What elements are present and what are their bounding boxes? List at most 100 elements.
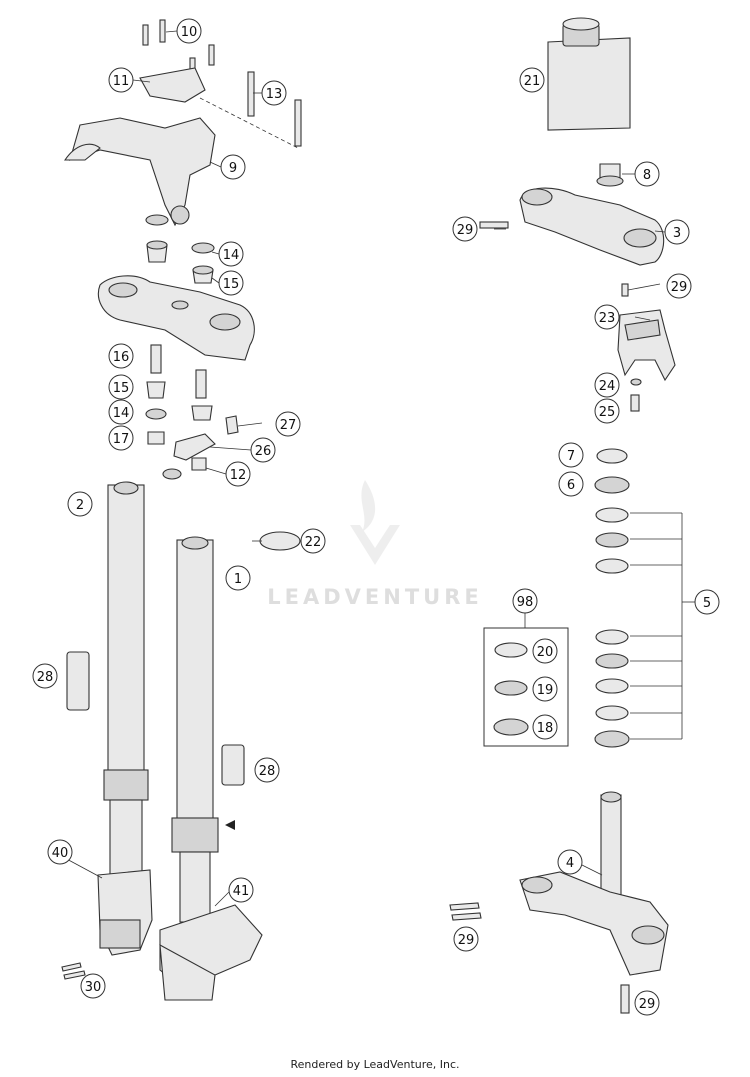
callout-98: 98 [512, 588, 538, 614]
callout-7: 7 [558, 442, 584, 468]
callout-bracket-5 [630, 512, 696, 740]
svg-text:6: 6 [567, 478, 575, 493]
svg-text:2: 2 [76, 498, 84, 513]
watermark-text: LEADVENTURE [267, 585, 483, 609]
callout-27: 27 [275, 411, 301, 437]
svg-text:14: 14 [113, 406, 130, 421]
svg-text:8: 8 [643, 168, 651, 183]
svg-text:29: 29 [457, 223, 474, 238]
svg-text:22: 22 [305, 535, 322, 550]
svg-text:7: 7 [567, 449, 575, 464]
bearing-stack [594, 448, 630, 748]
lower-triple-clamp-stem [449, 791, 669, 1014]
svg-text:29: 29 [458, 933, 475, 948]
callout-28a: 28 [32, 663, 58, 689]
callout-29c: 29 [453, 926, 479, 952]
callout-29d: 29 [634, 990, 660, 1016]
svg-text:21: 21 [524, 74, 541, 89]
callout-21: 21 [519, 67, 545, 93]
callout-2: 2 [67, 491, 93, 517]
rubber-bushings [145, 214, 215, 284]
spacers-and-nuts [145, 344, 239, 480]
svg-text:17: 17 [113, 432, 130, 447]
bearing-kit-box [483, 627, 569, 747]
fork-guard-pad-left [66, 651, 90, 711]
svg-text:30: 30 [85, 980, 102, 995]
callout-25: 25 [594, 398, 620, 424]
callout-17: 17 [108, 425, 134, 451]
svg-text:41: 41 [233, 884, 250, 899]
callout-16: 16 [108, 343, 134, 369]
callout-26: 26 [250, 437, 276, 463]
callout-10: 10 [176, 18, 202, 44]
upper-triple-clamp [97, 275, 255, 361]
callout-40: 40 [47, 839, 73, 865]
svg-text:26: 26 [255, 444, 272, 459]
callout-8: 8 [634, 161, 660, 187]
callout-6: 6 [558, 471, 584, 497]
callout-5: 5 [694, 589, 720, 615]
callout-30: 30 [80, 973, 106, 999]
svg-text:24: 24 [599, 379, 616, 394]
oil-bottle [547, 17, 631, 131]
steering-damper-bracket [617, 309, 676, 412]
callout-3: 3 [664, 219, 690, 245]
svg-text:10: 10 [181, 25, 198, 40]
fork-leg-right [159, 536, 263, 1001]
svg-text:13: 13 [266, 87, 283, 102]
svg-text:1: 1 [234, 572, 242, 587]
svg-text:3: 3 [673, 226, 681, 241]
upper-triple-clamp-2 [479, 187, 665, 297]
callout-15b: 15 [108, 374, 134, 400]
callout-22: 22 [300, 528, 326, 554]
callout-29b: 29 [666, 273, 692, 299]
fork-leg-left [97, 481, 153, 956]
callout-19: 19 [532, 676, 558, 702]
svg-text:4: 4 [566, 856, 574, 871]
svg-text:14: 14 [223, 248, 240, 263]
svg-text:16: 16 [113, 350, 130, 365]
callout-13: 13 [261, 80, 287, 106]
svg-text:27: 27 [280, 418, 297, 433]
svg-text:25: 25 [599, 405, 616, 420]
svg-text:28: 28 [37, 670, 54, 685]
callout-18: 18 [532, 714, 558, 740]
callout-labels: 10 11 13 9 21 8 29 3 29 14 15 23 16 15 2… [32, 18, 720, 1016]
callout-28b: 28 [254, 757, 280, 783]
callout-20: 20 [532, 638, 558, 664]
callout-4: 4 [557, 849, 583, 875]
callout-14b: 14 [108, 399, 134, 425]
footer-credit: Rendered by LeadVenture, Inc. [290, 1058, 460, 1071]
leader-lines [62, 30, 666, 907]
callout-23: 23 [594, 304, 620, 330]
watermark-logo [350, 480, 400, 565]
steering-stem-nut [596, 163, 624, 187]
svg-text:9: 9 [229, 161, 237, 176]
svg-text:15: 15 [223, 277, 240, 292]
svg-text:20: 20 [537, 645, 554, 660]
callout-1: 1 [225, 565, 251, 591]
svg-text:98: 98 [517, 595, 534, 610]
svg-text:23: 23 [599, 311, 616, 326]
callout-29a: 29 [452, 216, 478, 242]
svg-text:29: 29 [671, 280, 688, 295]
callout-24: 24 [594, 372, 620, 398]
callout-11: 11 [108, 67, 134, 93]
callout-15a: 15 [218, 270, 244, 296]
svg-text:18: 18 [537, 721, 554, 736]
svg-text:12: 12 [230, 468, 247, 483]
svg-text:40: 40 [52, 846, 69, 861]
svg-text:5: 5 [703, 596, 711, 611]
svg-text:15: 15 [113, 381, 130, 396]
callout-41: 41 [228, 877, 254, 903]
svg-text:19: 19 [537, 683, 554, 698]
svg-text:29: 29 [639, 997, 656, 1012]
fork-guard-pad-right [221, 744, 245, 786]
svg-text:11: 11 [113, 74, 130, 89]
svg-text:28: 28 [259, 764, 276, 779]
callout-9: 9 [220, 154, 246, 180]
callout-14a: 14 [218, 241, 244, 267]
callout-12: 12 [225, 461, 251, 487]
handlebar-bracket-assembly [63, 19, 302, 227]
